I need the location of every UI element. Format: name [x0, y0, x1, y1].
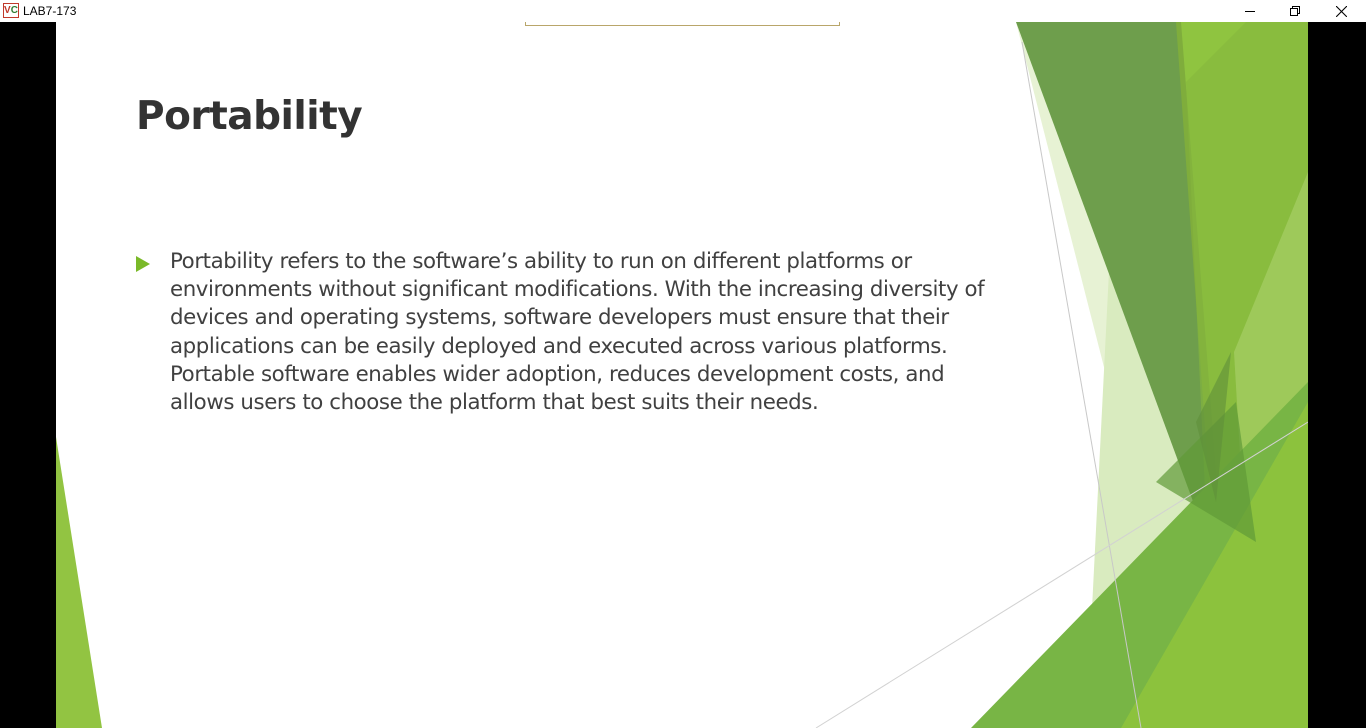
minimize-icon	[1245, 11, 1255, 12]
restore-button[interactable]	[1272, 0, 1318, 22]
close-icon	[1335, 5, 1347, 17]
top-strip	[525, 22, 840, 26]
bullet-arrow-icon	[136, 256, 150, 272]
slide-title: Portability	[136, 94, 363, 139]
app-icon: VC	[3, 3, 19, 18]
restore-icon	[1290, 6, 1300, 16]
close-button[interactable]	[1318, 0, 1364, 22]
slide: Portability Portability refers to the so…	[56, 22, 1308, 728]
bullet-text: Portability refers to the software’s abi…	[170, 249, 985, 416]
slide-decoration	[56, 22, 1308, 728]
window-title: LAB7-173	[23, 4, 77, 18]
window-titlebar: VC LAB7-173	[0, 0, 1366, 22]
minimize-button[interactable]	[1227, 0, 1273, 22]
